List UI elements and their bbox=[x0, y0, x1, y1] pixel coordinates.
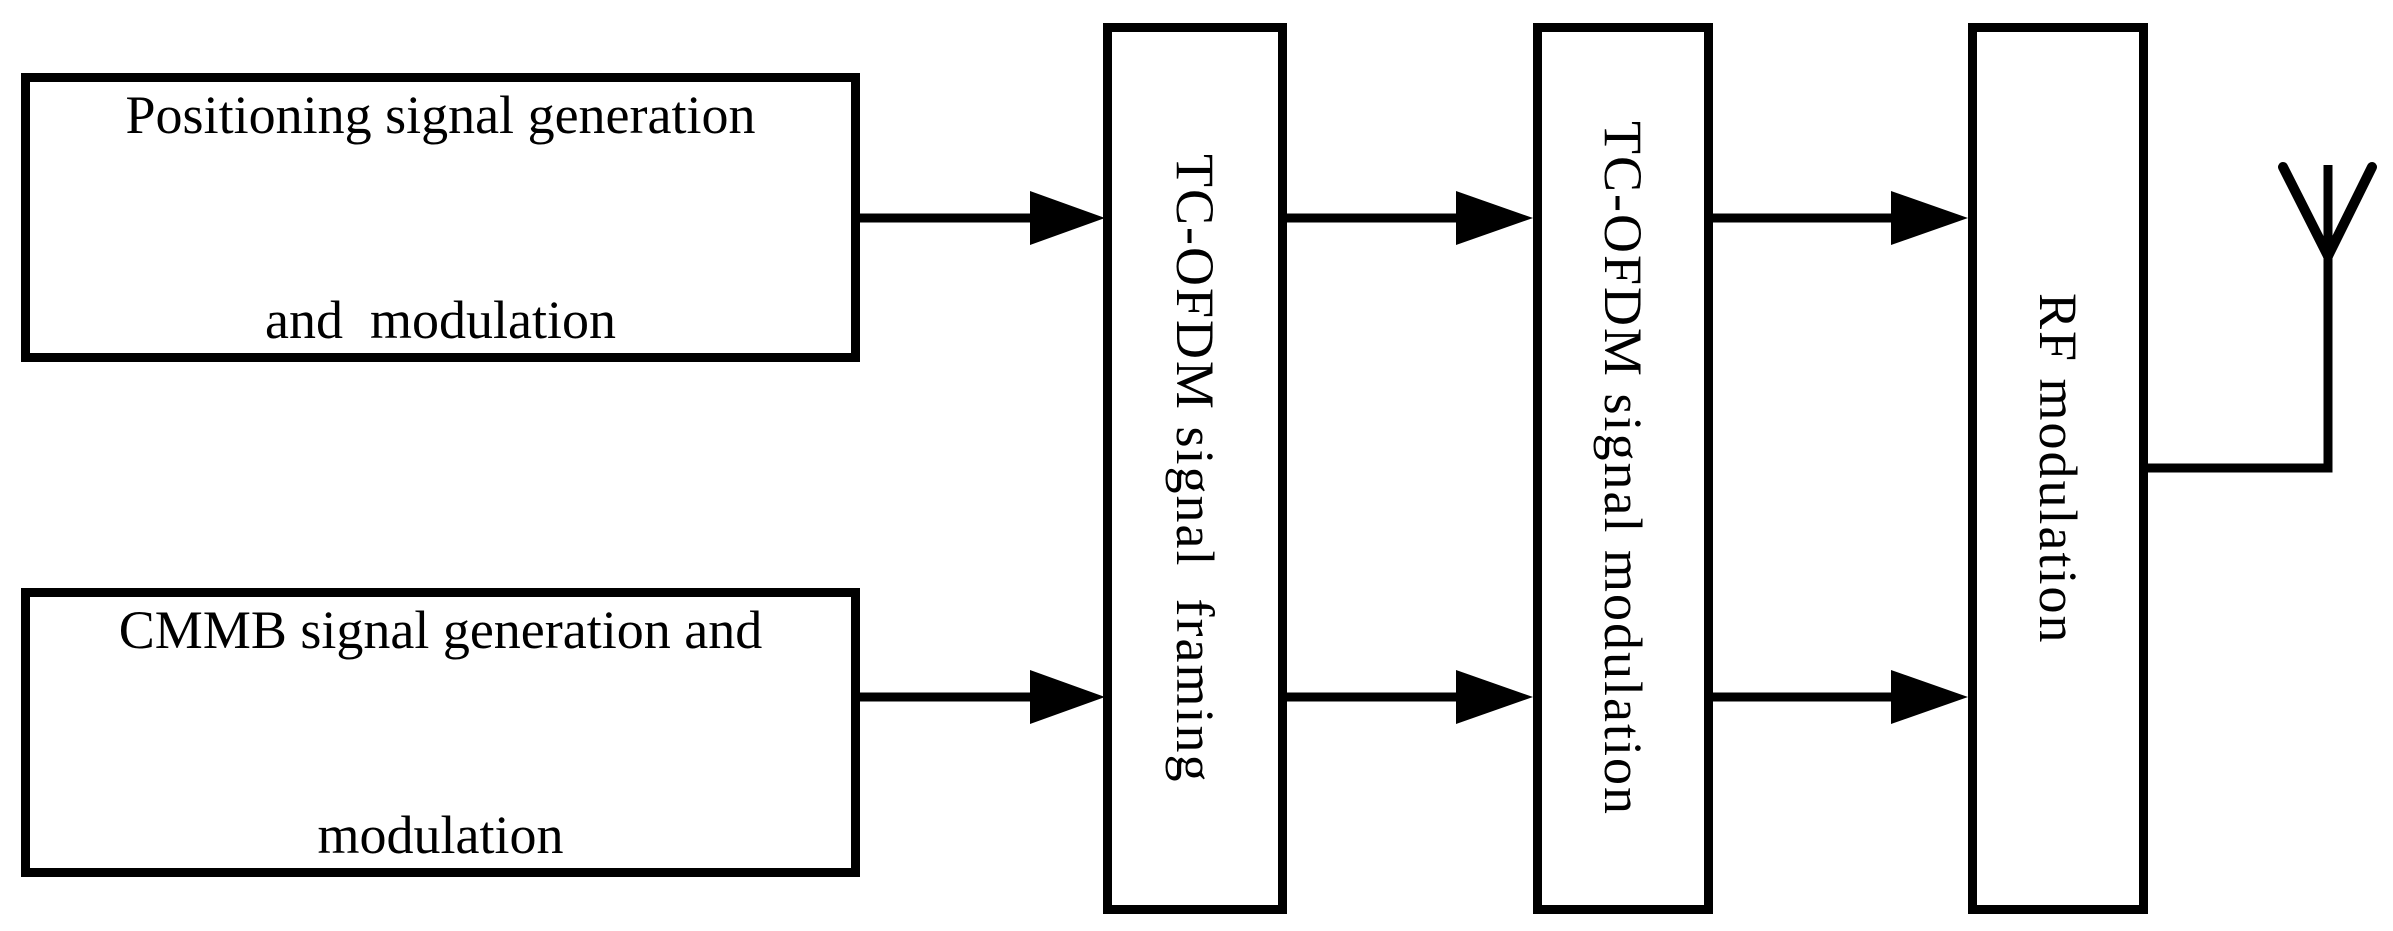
arrow-modulation-to-rf-top bbox=[1709, 191, 1968, 245]
arrow-framing-to-modulation-top bbox=[1283, 191, 1533, 245]
node-tc-ofdm-modulation-label: TC-OFDM signal modulation bbox=[1593, 121, 1653, 816]
label-line: Positioning signal generation bbox=[125, 85, 756, 146]
antenna-icon bbox=[2144, 162, 2377, 473]
arrow-positioning-to-framing bbox=[856, 191, 1105, 245]
label-line: and modulation bbox=[265, 289, 616, 350]
node-positioning-signal: Positioning signal generation and modula… bbox=[21, 73, 860, 362]
node-cmmb-signal: CMMB signal generation and modulation bbox=[21, 588, 860, 877]
node-tc-ofdm-framing-label: TC-OFDM signal framing bbox=[1165, 153, 1225, 784]
label-line: CMMB signal generation and bbox=[118, 600, 763, 661]
label-line: modulation bbox=[317, 804, 564, 865]
arrow-framing-to-modulation-bottom bbox=[1283, 670, 1533, 724]
arrow-cmmb-to-framing bbox=[856, 670, 1105, 724]
arrow-modulation-to-rf-bottom bbox=[1709, 670, 1968, 724]
node-tc-ofdm-modulation: TC-OFDM signal modulation bbox=[1533, 23, 1713, 914]
node-positioning-signal-label: Positioning signal generation and modula… bbox=[126, 0, 756, 490]
node-cmmb-signal-label: CMMB signal generation and modulation bbox=[119, 460, 762, 931]
node-tc-ofdm-framing: TC-OFDM signal framing bbox=[1103, 23, 1287, 914]
node-rf-modulation-label: RF modulation bbox=[2028, 292, 2088, 645]
node-rf-modulation: RF modulation bbox=[1968, 23, 2148, 914]
